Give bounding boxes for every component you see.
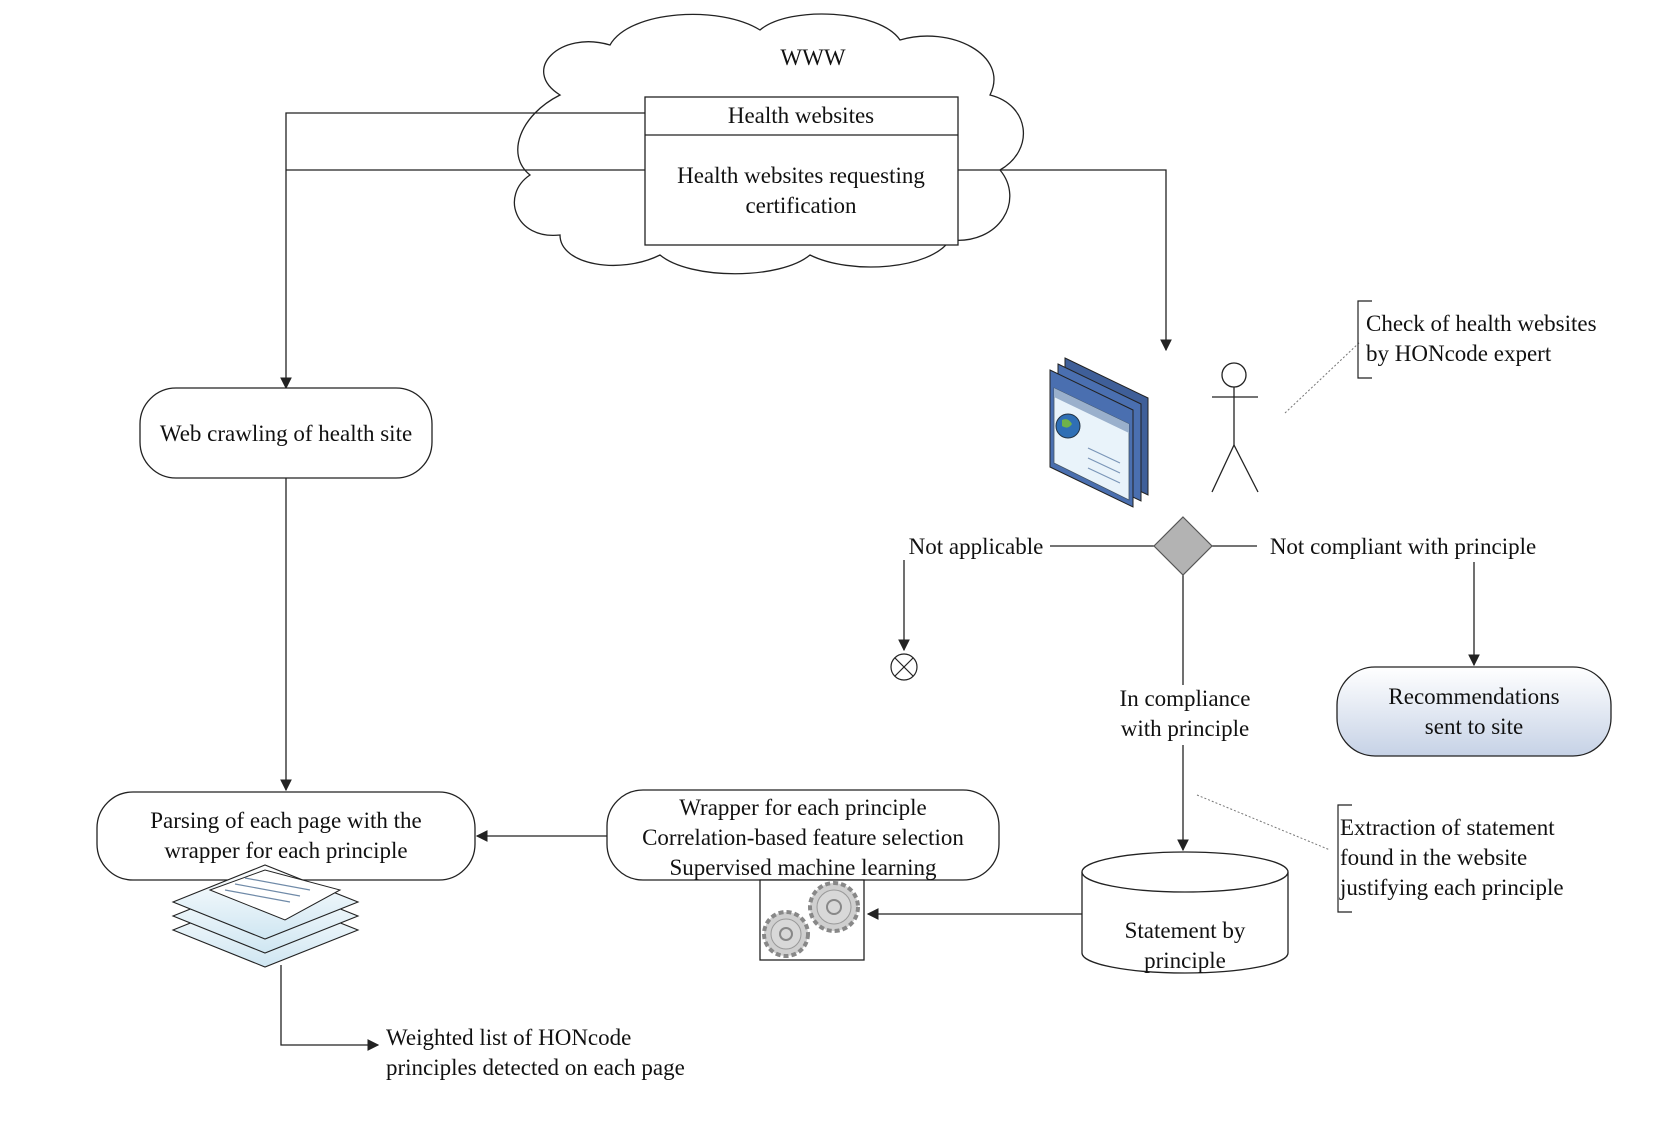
statement-database: Statement by principle [1081, 851, 1289, 974]
gear-large-icon [808, 881, 860, 933]
wrapper-line1: Wrapper for each principle [679, 795, 926, 820]
health-websites-box: Health websites Health websites requesti… [644, 96, 959, 246]
expert-note: Check of health websites by HONcode expe… [1357, 300, 1597, 379]
wrapper-line3: Supervised machine learning [670, 855, 937, 880]
decision-node [1153, 516, 1213, 576]
recommendations-node: Recommendations sent to site [1336, 666, 1612, 757]
compliance-line1: In compliance [1120, 686, 1251, 711]
statement-line2: principle [1144, 948, 1226, 973]
gears-icon [759, 879, 865, 961]
output-line1: Weighted list of HONcode [386, 1025, 631, 1050]
terminator-icon [890, 653, 918, 681]
cloud-title: WWW [780, 45, 845, 70]
web-crawling-label: Web crawling of health site [160, 421, 412, 446]
connector-docs-to-output [280, 965, 380, 1051]
parsing-line2: wrapper for each principle [164, 838, 407, 863]
web-crawling-node: Web crawling of health site [139, 387, 433, 479]
output-label: Weighted list of HONcode principles dete… [386, 1025, 685, 1080]
gear-small-icon [762, 910, 810, 958]
extraction-line1: Extraction of statement [1340, 815, 1555, 840]
requesting-line1: Health websites requesting [677, 163, 925, 188]
expert-note-line2: by HONcode expert [1366, 341, 1552, 366]
statement-line1: Statement by [1125, 918, 1246, 943]
leader-extraction-note [1196, 794, 1331, 851]
health-websites-label: Health websites [728, 103, 874, 128]
wrapper-node: Wrapper for each principle Correlation-b… [606, 789, 1000, 881]
recommendations-line1: Recommendations [1388, 684, 1559, 709]
documents-stack-icon [171, 864, 360, 968]
extraction-note: Extraction of statement found in the web… [1337, 804, 1564, 913]
expert-note-line1: Check of health websites [1366, 311, 1597, 336]
extraction-line3: justifying each principle [1339, 875, 1564, 900]
connectors [280, 112, 1480, 1051]
extraction-line2: found in the website [1340, 845, 1527, 870]
not-applicable-label: Not applicable [909, 534, 1044, 559]
output-line2: principles detected on each page [386, 1055, 685, 1080]
connector-www-to-crawl [280, 112, 645, 390]
compliance-label: In compliance with principle [1120, 686, 1251, 741]
browser-windows-icon [1049, 357, 1149, 508]
parsing-node: Parsing of each page with the wrapper fo… [96, 791, 476, 881]
parsing-line1: Parsing of each page with the [150, 808, 421, 833]
compliance-line2: with principle [1121, 716, 1249, 741]
connector-requesting-to-expert [958, 169, 1172, 352]
recommendations-line2: sent to site [1425, 714, 1523, 739]
not-compliant-label: Not compliant with principle [1270, 534, 1536, 559]
leader-expert-note [1284, 341, 1361, 414]
wrapper-line2: Correlation-based feature selection [642, 825, 964, 850]
requesting-line2: certification [745, 193, 857, 218]
expert-stick-figure-icon [1211, 362, 1259, 493]
